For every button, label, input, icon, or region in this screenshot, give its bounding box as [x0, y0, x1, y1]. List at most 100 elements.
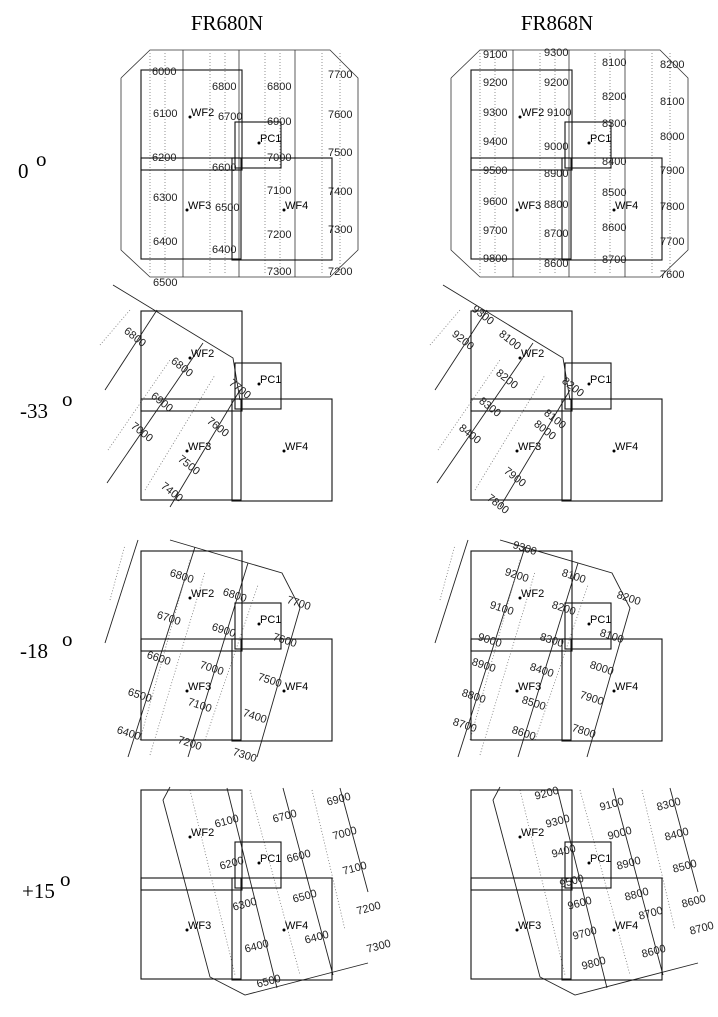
wf3-chip-center-dot [185, 689, 189, 693]
wf4-chip-label: WF4 [285, 681, 308, 693]
wavelength-label: 6100 [213, 813, 240, 831]
wavelength-label: 8700 [544, 228, 568, 240]
wf2-chip-label: WF2 [191, 107, 214, 119]
wavelength-label: 9700 [571, 925, 598, 943]
wavelength-label: 9100 [598, 796, 625, 814]
pc1-chip-label: PC1 [260, 853, 281, 865]
wf2-chip-label: WF2 [191, 348, 214, 360]
wavelength-label: 8600 [640, 943, 667, 961]
wf4-chip-outline [561, 638, 663, 742]
wavelength-label: 7700 [328, 69, 352, 81]
wf2-chip-label: WF2 [191, 827, 214, 839]
wavelength-label: 7600 [660, 269, 684, 281]
wf2-chip-outline [470, 310, 573, 412]
wavelength-label: 8200 [493, 367, 520, 392]
wavelength-label: 9000 [476, 631, 503, 650]
pc1-chip-outline [234, 121, 282, 169]
wf2-chip-label: WF2 [521, 348, 544, 360]
wavelength-label: 9600 [483, 196, 507, 208]
wf2-chip-outline [140, 310, 243, 412]
wavelength-label: 7600 [328, 109, 352, 121]
wf4-chip-outline [231, 157, 333, 261]
wavelength-label: 7000 [128, 420, 155, 445]
wavelength-label: 9200 [533, 785, 560, 803]
wavelength-label: 6400 [212, 244, 236, 256]
wavelength-label: 6800 [267, 81, 291, 93]
wavelength-label: 7400 [241, 707, 268, 726]
wf2-chip-center-dot [518, 356, 522, 360]
wavelength-label: 8700 [688, 920, 715, 938]
wavelength-label: 9300 [511, 539, 538, 558]
ramp-strip-boundary [106, 342, 204, 484]
wf2-chip-outline [140, 789, 243, 891]
row-angle: 0 [18, 159, 29, 183]
ramp-strip-boundary [434, 309, 488, 391]
wf3-chip-center-dot [515, 689, 519, 693]
wavelength-label: 6200 [218, 855, 245, 873]
pc1-chip-label: PC1 [260, 133, 281, 145]
wavelength-label: 6000 [152, 66, 176, 78]
wf2-chip-outline [470, 789, 573, 891]
column-header-fr868n: FR868N [521, 11, 593, 35]
wf3-chip-center-dot [515, 208, 519, 212]
wavelength-label: 8400 [663, 826, 690, 844]
wavelength-label: 8600 [602, 222, 626, 234]
wavelength-label: 6800 [212, 81, 236, 93]
wavelength-label: 7600 [204, 415, 231, 440]
ramp-dotted-guide [479, 571, 536, 756]
pc1-chip-outline [564, 121, 612, 169]
pc1-chip-label: PC1 [260, 614, 281, 626]
pc1-chip-outline [234, 841, 282, 889]
wf4-chip-center-dot [282, 928, 286, 932]
wf4-chip-label: WF4 [285, 920, 308, 932]
wavelength-label: 7300 [365, 938, 392, 956]
wf2-chip-outline [140, 550, 243, 652]
row-label-0: 0 o [18, 147, 47, 183]
wavelength-label: 7200 [328, 266, 352, 278]
wf4-chip-label: WF4 [615, 920, 638, 932]
wavelength-label: 8100 [560, 567, 587, 586]
wavelength-label: 8700 [451, 716, 478, 735]
wavelength-label: 7000 [267, 152, 291, 164]
pc1-chip-center-dot [257, 861, 261, 865]
wavelength-label: 6900 [210, 621, 237, 640]
wavelength-label: 6200 [152, 152, 176, 164]
wavelength-label: 6600 [145, 649, 172, 668]
wavelength-label: 6700 [271, 808, 298, 826]
wavelength-label: 7200 [355, 900, 382, 918]
wavelength-label: 8600 [680, 893, 707, 911]
wf2-chip-center-dot [518, 115, 522, 119]
wf3-chip-outline [140, 877, 242, 980]
ramp-dotted-guide [249, 789, 301, 976]
wf3-chip-label: WF3 [188, 681, 211, 693]
wf3-chip-center-dot [185, 208, 189, 212]
wf2-chip-label: WF2 [521, 588, 544, 600]
wf3-chip-center-dot [515, 449, 519, 453]
pc1-chip-label: PC1 [590, 133, 611, 145]
wf4-chip-center-dot [282, 689, 286, 693]
pc1-chip-center-dot [257, 622, 261, 626]
wavelength-label: 9000 [544, 141, 568, 153]
ramp-dotted-guide [311, 789, 346, 931]
ramp-dotted-guide [579, 789, 631, 976]
ramp-strip-boundary [457, 546, 526, 758]
pc1-chip-center-dot [587, 861, 591, 865]
wavelength-label: 8400 [528, 661, 555, 680]
pc1-chip-outline [564, 841, 612, 889]
wavelength-label: 6900 [325, 791, 352, 809]
ramp-strip-boundary [450, 49, 689, 278]
wavelength-label: 6400 [115, 724, 142, 743]
wavelength-label: 8100 [598, 627, 625, 646]
wf4-chip-label: WF4 [615, 200, 638, 212]
wf3-chip-outline [140, 638, 242, 741]
wf2-chip-center-dot [518, 835, 522, 839]
pc1-chip-label: PC1 [260, 374, 281, 386]
wavelength-label: 8900 [544, 168, 568, 180]
wavelength-label: 7900 [501, 465, 528, 490]
wf3-chip-center-dot [185, 449, 189, 453]
degree-sign: o [60, 867, 71, 891]
wavelength-label: 7300 [231, 746, 258, 765]
